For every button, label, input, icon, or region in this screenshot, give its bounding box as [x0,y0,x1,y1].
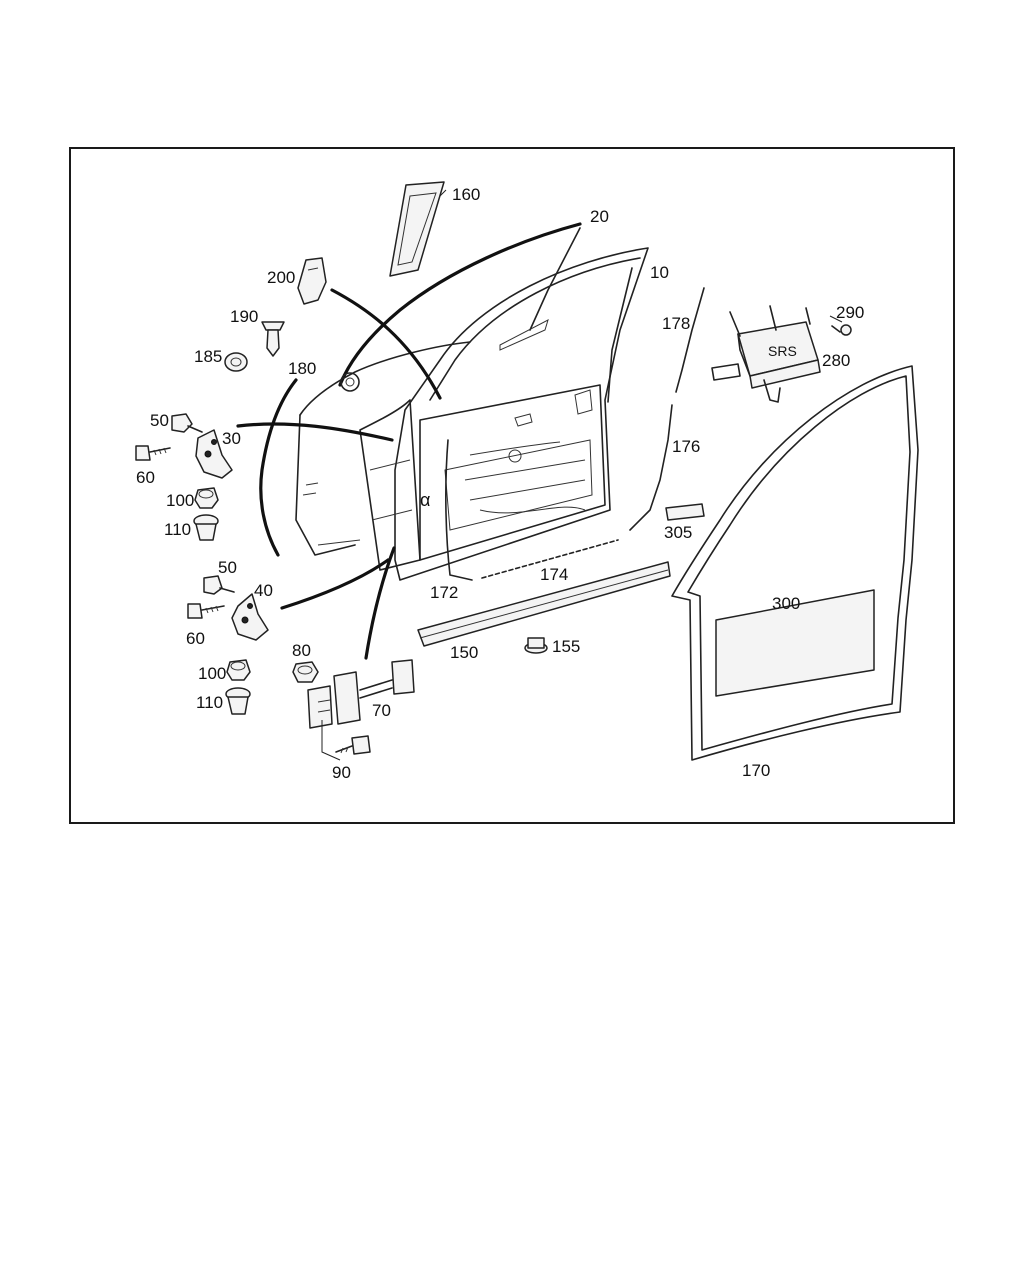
part-50-bolt-lower [203,575,235,595]
part-110-bush-upper [193,514,219,541]
label-20: 20 [590,207,609,226]
part-172-seal [445,439,473,581]
part-300-foil [715,589,875,697]
label-40: 40 [254,581,273,600]
label-alpha: α [420,490,430,510]
part-176-seal [629,404,673,531]
label-30: 30 [222,429,241,448]
part-70-door-check [307,659,415,729]
part-200-bracket [297,257,327,305]
label-50-lower: 50 [218,558,237,577]
part-100-nut-upper [194,487,219,509]
part-155-clip [524,637,548,654]
label-70: 70 [372,701,391,720]
part-190-clip [261,321,285,357]
label-100-upper: 100 [166,491,194,510]
label-150: 150 [450,643,478,662]
label-280: 280 [822,351,850,370]
label-176: 176 [672,437,700,456]
leader-160 [439,189,447,197]
body-a-pillar [295,341,471,556]
leader-90 [321,720,341,761]
part-305-pad [665,503,705,521]
srs-text: SRS [768,343,797,359]
label-185: 185 [194,347,222,366]
leader-290 [829,315,843,323]
label-200: 200 [267,268,295,287]
label-50-upper: 50 [150,411,169,430]
part-30-hinge-upper [195,429,233,479]
label-172: 172 [430,583,458,602]
part-labels: 160 20 10 200 190 185 180 178 290 280 50… [136,185,864,782]
leader-70-curve [364,546,396,660]
part-50-bolt-upper [171,413,203,433]
label-10: 10 [650,263,669,282]
part-60-screw-lower [187,603,225,619]
label-60-lower: 60 [186,629,205,648]
label-174: 174 [540,565,568,584]
label-178: 178 [662,314,690,333]
leader-40-curve [280,558,390,610]
part-174-seal [481,539,619,579]
label-290: 290 [836,303,864,322]
part-290-screw [831,324,852,336]
label-300: 300 [772,594,800,613]
part-280-srs-module: SRS [711,305,821,403]
part-20-frame-seal [338,222,582,387]
part-100-nut-lower [226,659,251,681]
part-150-sill-strip [417,561,671,647]
label-180: 180 [288,359,316,378]
part-110-bush-lower [225,687,251,715]
label-110-lower: 110 [196,693,223,712]
part-60-screw-upper [135,445,171,461]
part-40-hinge-lower [231,593,269,641]
label-90: 90 [332,763,351,782]
part-180-seal-strip [259,378,298,557]
label-170: 170 [742,761,770,780]
leader-200-curve [330,288,442,400]
part-178-seal [675,287,705,393]
label-160: 160 [452,185,480,204]
label-60-upper: 60 [136,468,155,487]
diagram-frame [69,147,955,824]
label-155: 155 [552,637,580,656]
label-110-upper: 110 [164,520,191,539]
label-305: 305 [664,523,692,542]
part-170-door-seal [671,365,919,761]
part-160-window-channel [389,181,445,277]
part-185-plug [224,352,248,372]
part-10-door-shell [359,247,649,581]
part-90-bolt [335,735,371,755]
label-100-lower: 100 [198,664,226,683]
label-190: 190 [230,307,258,326]
part-80-nut [292,661,319,683]
leader-30-curve [236,422,394,442]
label-80: 80 [292,641,311,660]
